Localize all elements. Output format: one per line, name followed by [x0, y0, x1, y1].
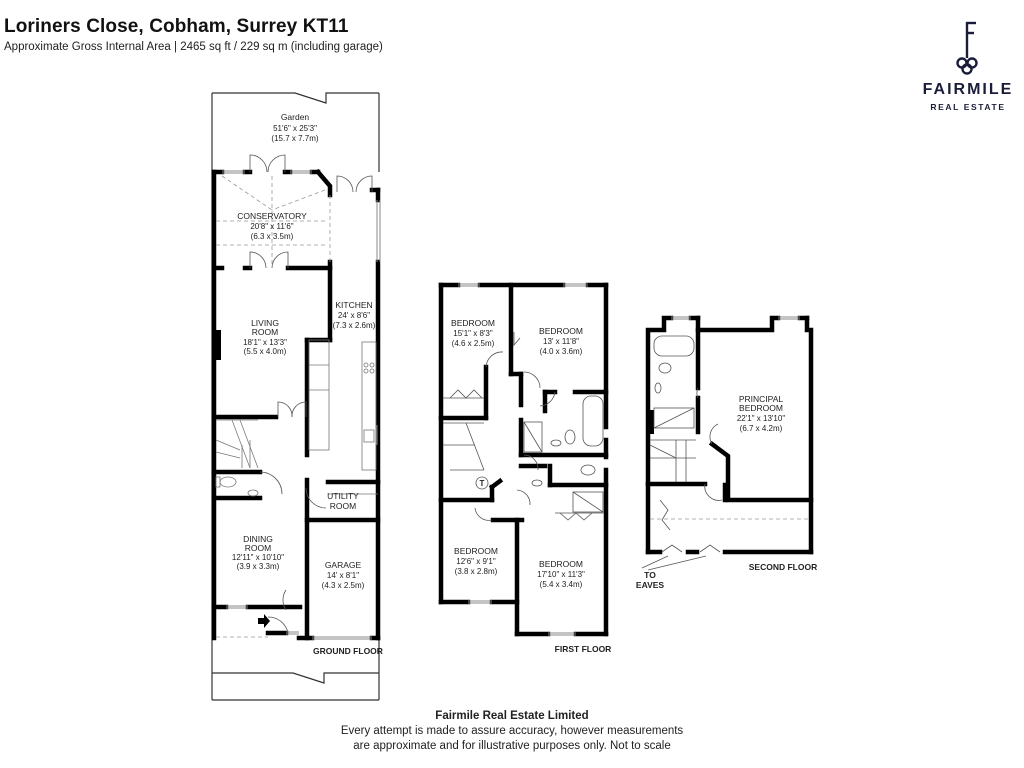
- svg-text:(15.7 x 7.7m): (15.7 x 7.7m): [271, 134, 318, 143]
- svg-text:12'6" x 9'1": 12'6" x 9'1": [456, 557, 496, 566]
- svg-text:24' x 8'6": 24' x 8'6": [338, 311, 370, 320]
- water-tank-symbol: T: [480, 479, 485, 488]
- svg-text:BEDROOM: BEDROOM: [454, 546, 498, 556]
- svg-text:(7.3 x 2.6m): (7.3 x 2.6m): [333, 321, 376, 330]
- eaves-label-line1: TO: [644, 570, 656, 580]
- svg-text:KITCHEN: KITCHEN: [335, 300, 372, 310]
- disclaimer-footer: Fairmile Real Estate Limited Every attem…: [0, 709, 1024, 754]
- room-garden-name: Garden: [281, 112, 310, 122]
- second-floor-plan: PRINCIPAL BEDROOM 22'1" x 13'10" (6.7 x …: [636, 315, 817, 590]
- svg-text:(3.8 x 2.8m): (3.8 x 2.8m): [455, 567, 498, 576]
- svg-text:(5.4 x 3.4m): (5.4 x 3.4m): [540, 580, 583, 589]
- svg-text:51'6" x 25'3": 51'6" x 25'3": [273, 124, 317, 133]
- fairmile-logo: FAIRMILE REAL ESTATE: [912, 18, 1024, 118]
- svg-text:(4.6 x 2.5m): (4.6 x 2.5m): [452, 339, 495, 348]
- svg-text:CONSERVATORY: CONSERVATORY: [237, 211, 307, 221]
- svg-text:(4.0 x 3.6m): (4.0 x 3.6m): [540, 347, 583, 356]
- svg-text:(5.5 x 4.0m): (5.5 x 4.0m): [244, 347, 287, 356]
- second-floor-label: SECOND FLOOR: [749, 562, 817, 572]
- svg-text:LIVING: LIVING: [251, 318, 279, 328]
- svg-text:17'10" x 11'3": 17'10" x 11'3": [537, 570, 585, 579]
- disclaimer-line-1: Every attempt is made to assure accuracy…: [340, 725, 684, 737]
- page-title: Loriners Close, Cobham, Surrey KT11: [4, 16, 349, 37]
- svg-text:ROOM: ROOM: [245, 543, 271, 553]
- svg-text:13' x 11'8": 13' x 11'8": [543, 337, 579, 346]
- eaves-label-line2: EAVES: [636, 580, 665, 590]
- svg-text:(3.9 x 3.3m): (3.9 x 3.3m): [237, 562, 280, 571]
- svg-text:BEDROOM: BEDROOM: [539, 326, 583, 336]
- svg-text:(6.7 x 4.2m): (6.7 x 4.2m): [740, 424, 783, 433]
- first-floor-label: FIRST FLOOR: [555, 644, 612, 654]
- svg-text:(6.3 x 3.5m): (6.3 x 3.5m): [251, 232, 294, 241]
- svg-text:20'8" x 11'6": 20'8" x 11'6": [250, 222, 293, 231]
- first-floor-plan: T BEDROOM 15'1" x 8'3" (4.6 x 2.5m) BEDR…: [438, 282, 612, 654]
- svg-text:12'11" x 10'10": 12'11" x 10'10": [232, 553, 284, 562]
- fireplace: [214, 330, 221, 360]
- company-name: Fairmile Real Estate Limited: [435, 710, 589, 722]
- svg-text:14' x 8'1": 14' x 8'1": [327, 571, 359, 580]
- svg-text:(4.3 x 2.5m): (4.3 x 2.5m): [322, 581, 365, 590]
- svg-text:UTILITY: UTILITY: [327, 491, 359, 501]
- ground-floor-plan: Garden 51'6" x 25'3" (15.7 x 7.7m) CONSE…: [211, 92, 383, 701]
- key-icon: [956, 21, 978, 75]
- svg-text:BEDROOM: BEDROOM: [539, 559, 583, 569]
- svg-text:22'1" x 13'10": 22'1" x 13'10": [737, 414, 785, 423]
- logo-tagline: REAL ESTATE: [930, 102, 1006, 112]
- svg-text:PRINCIPAL: PRINCIPAL: [739, 394, 784, 404]
- disclaimer-line-2: are approximate and for illustrative pur…: [353, 740, 671, 752]
- svg-text:GARAGE: GARAGE: [325, 560, 362, 570]
- svg-text:18'1" x 13'3": 18'1" x 13'3": [243, 338, 287, 347]
- svg-text:15'1" x 8'3": 15'1" x 8'3": [453, 329, 493, 338]
- gross-area-subtitle: Approximate Gross Internal Area | 2465 s…: [4, 41, 383, 53]
- ground-floor-label: GROUND FLOOR: [313, 646, 383, 656]
- svg-text:BEDROOM: BEDROOM: [451, 318, 495, 328]
- svg-text:DINING: DINING: [243, 534, 273, 544]
- svg-text:ROOM: ROOM: [330, 501, 356, 511]
- entrance-arrow-icon: [258, 614, 270, 628]
- logo-name: FAIRMILE: [922, 81, 1014, 98]
- svg-text:ROOM: ROOM: [252, 327, 278, 337]
- svg-text:BEDROOM: BEDROOM: [739, 403, 783, 413]
